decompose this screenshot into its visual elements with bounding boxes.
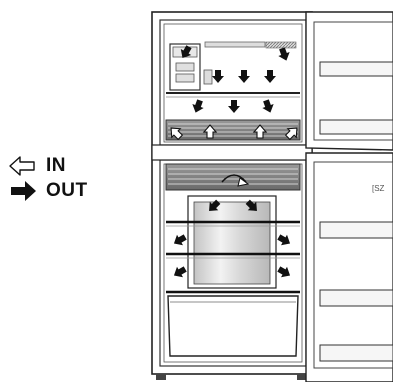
freezer-door xyxy=(306,12,393,150)
door-label: [SZ xyxy=(372,184,385,193)
fridge-door: [SZ xyxy=(306,153,393,382)
